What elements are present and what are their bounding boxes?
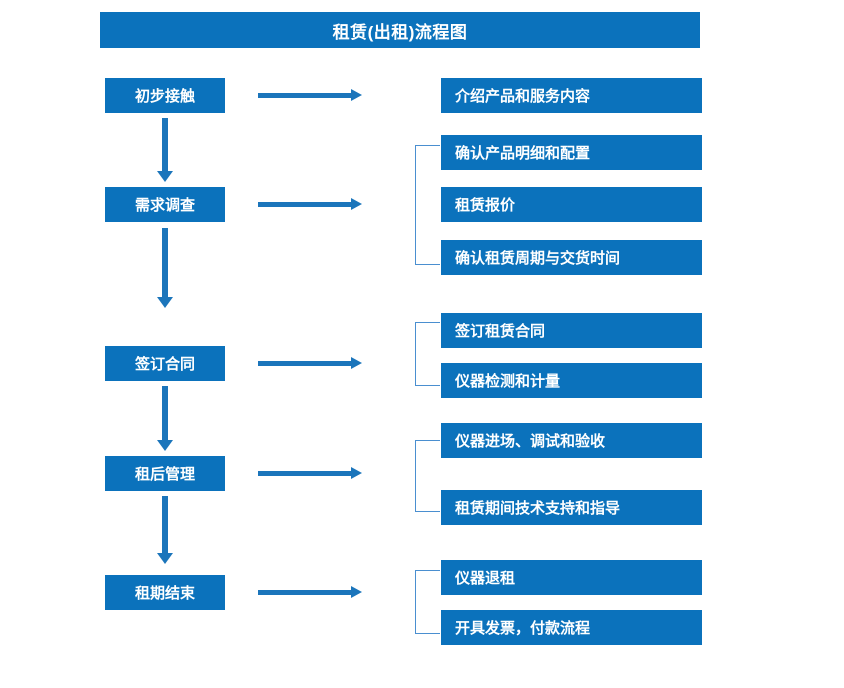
stage-label-2: 需求调查 [134,197,195,214]
right-arrow-3 [258,357,362,369]
right-arrow-1 [258,89,362,101]
arrow-head [351,198,362,210]
detail-label-5-2: 开具发票，付款流程 [455,620,591,637]
arrow-head [351,586,362,598]
detail-label-2-3: 确认租赁周期与交货时间 [455,250,621,267]
chart-title: 租赁(出租)流程图 [332,22,468,42]
detail-box-4-1[interactable]: 仪器进场、调试和验收 [441,423,702,458]
arrow-shaft [162,496,168,553]
stage-box-5[interactable]: 租期结束 [105,575,225,610]
arrow-shaft [258,590,351,595]
stage-box-4[interactable]: 租后管理 [105,456,225,491]
right-arrow-2 [258,198,362,210]
detail-label-3-1: 签订租赁合同 [455,323,546,340]
detail-box-2-1[interactable]: 确认产品明细和配置 [441,135,702,170]
detail-box-5-2[interactable]: 开具发票，付款流程 [441,610,702,645]
detail-label-1-1: 介绍产品和服务内容 [455,88,591,105]
arrow-shaft [258,93,351,98]
stage-label-1: 初步接触 [134,88,195,105]
stage-box-1[interactable]: 初步接触 [105,78,225,113]
arrow-head [351,357,362,369]
down-arrow-2 [157,228,173,308]
arrow-head [157,440,173,451]
right-arrow-4 [258,467,362,479]
arrow-head [157,553,173,564]
detail-label-2-1: 确认产品明细和配置 [455,145,591,162]
detail-box-1-1[interactable]: 介绍产品和服务内容 [441,78,702,113]
down-arrow-4 [157,496,173,564]
stage-box-2[interactable]: 需求调查 [105,187,225,222]
arrow-shaft [162,118,168,171]
stage-label-3: 签订合同 [134,356,195,373]
stage-label-4: 租后管理 [134,466,195,483]
arrow-head [157,171,173,182]
group-bracket-4 [415,440,440,512]
arrow-head [351,467,362,479]
arrow-shaft [162,386,168,440]
right-arrow-5 [258,586,362,598]
detail-label-4-2: 租赁期间技术支持和指导 [455,500,621,517]
detail-box-3-2[interactable]: 仪器检测和计量 [441,363,702,398]
detail-box-2-2[interactable]: 租赁报价 [441,187,702,222]
down-arrow-3 [157,386,173,451]
detail-box-4-2[interactable]: 租赁期间技术支持和指导 [441,490,702,525]
detail-label-3-2: 仪器检测和计量 [455,373,561,390]
down-arrow-1 [157,118,173,182]
detail-box-5-1[interactable]: 仪器退租 [441,560,702,595]
arrow-shaft [258,361,351,366]
detail-box-2-3[interactable]: 确认租赁周期与交货时间 [441,240,702,275]
arrow-shaft [162,228,168,297]
arrow-head [351,89,362,101]
arrow-shaft [258,202,351,207]
detail-box-3-1[interactable]: 签订租赁合同 [441,313,702,348]
detail-label-2-2: 租赁报价 [455,197,516,214]
arrow-shaft [258,471,351,476]
group-bracket-5 [415,570,440,634]
detail-label-4-1: 仪器进场、调试和验收 [455,433,606,450]
group-bracket-3 [415,322,440,386]
stage-label-5: 租期结束 [134,585,195,602]
chart-title-bar: 租赁(出租)流程图 [100,12,700,48]
stage-box-3[interactable]: 签订合同 [105,346,225,381]
group-bracket-2 [415,145,440,265]
arrow-head [157,297,173,308]
detail-label-5-1: 仪器退租 [455,570,516,587]
